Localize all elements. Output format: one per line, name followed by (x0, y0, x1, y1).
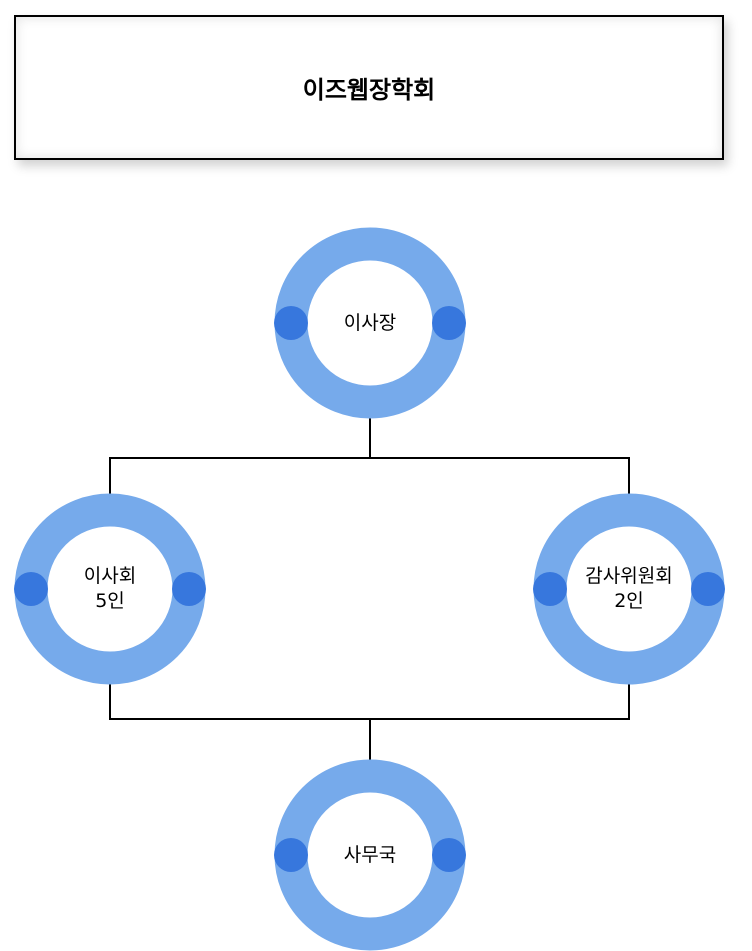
organization-title-box: 이즈웹장학회 (14, 15, 724, 160)
node-chairman-label: 이사장 (343, 311, 397, 334)
node-audit[interactable]: 감사위원회 2인 (534, 494, 724, 684)
connector-top-branch (109, 457, 630, 494)
node-board[interactable]: 이사회 5인 (15, 494, 205, 684)
ring-dot-secretariat-right (432, 838, 466, 872)
connector-bottom-branch (109, 684, 630, 720)
ring-dot-board-right (172, 572, 206, 606)
ring-dot-chairman-right (432, 306, 466, 340)
ring-dot-audit-right (691, 572, 725, 606)
node-secretariat[interactable]: 사무국 (275, 760, 465, 950)
node-audit-count: 2인 (614, 590, 644, 612)
ring-dot-audit-left (533, 572, 567, 606)
organization-title: 이즈웹장학회 (302, 76, 436, 104)
connector-lines (109, 418, 630, 760)
node-board-count: 5인 (95, 590, 125, 612)
node-secretariat-label: 사무국 (343, 843, 397, 866)
ring-dot-secretariat-left (274, 838, 308, 872)
node-audit-label: 감사위원회 (585, 565, 673, 587)
node-board-label: 이사회 (83, 565, 137, 587)
ring-dot-board-left (14, 572, 48, 606)
node-chairman[interactable]: 이사장 (275, 228, 465, 418)
ring-dot-chairman-left (274, 306, 308, 340)
